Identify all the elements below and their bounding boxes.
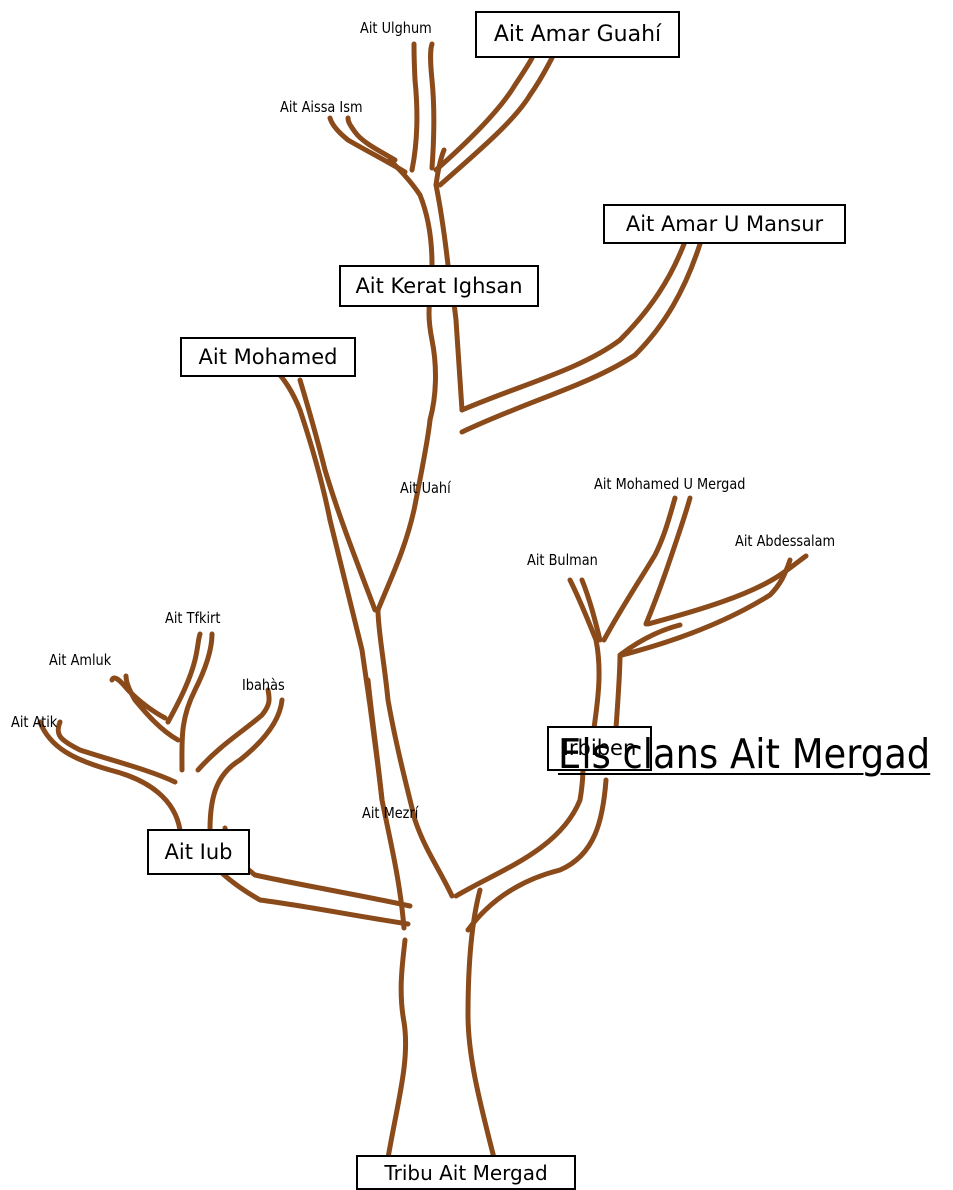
box-ait-amar-u-mansur: Ait Amar U Mansur: [603, 204, 846, 244]
trunk-left-edge: [388, 940, 406, 1158]
label-ait-amluk: Ait Amluk: [49, 653, 111, 668]
label-ait-bulman: Ait Bulman: [527, 553, 598, 568]
branch-ait-mezri-right: [378, 610, 452, 896]
diagram-title: Els clans Ait Mergad: [558, 734, 930, 775]
branch-ait-ulghum-left: [412, 44, 417, 170]
label-ait-atik: Ait Atik: [11, 715, 57, 730]
branch-irbiben-right: [468, 780, 606, 930]
label-ait-abdessalam: Ait Abdessalam: [735, 534, 835, 549]
label-ibahas: Ibahàs: [242, 678, 285, 693]
label-ait-mezri: Ait Mezrí: [362, 806, 418, 821]
label-ait-tfkirt: Ait Tfkirt: [165, 611, 220, 626]
label-ait-aissa-ism: Ait Aissa Ism: [280, 100, 363, 115]
branch-ibahas: [210, 700, 282, 830]
branch-ait-uahi-right: [368, 680, 382, 800]
branch-ait-amluk: [112, 678, 165, 718]
branch-ait-abdessalam: [648, 556, 806, 624]
branch-ait-amar-guahi-right: [440, 58, 552, 185]
branch-ait-uahi-left: [378, 420, 430, 610]
branch-irbiben-up-left: [570, 580, 599, 728]
branch-ait-ulghum-right: [431, 44, 434, 168]
branch-ait-tfkirt-inner: [168, 634, 200, 722]
box-ait-iub: Ait Iub: [147, 829, 250, 875]
label-ait-uahi: Ait Uahí: [400, 481, 451, 496]
trunk-right-edge: [468, 890, 494, 1158]
branch-ibahas-inner: [198, 690, 269, 770]
box-ait-amar-guahi: Ait Amar Guahí: [475, 11, 680, 58]
box-ait-mohamed: Ait Mohamed: [180, 337, 356, 377]
branch-central-upper-left: [429, 290, 436, 420]
box-tribu-ait-mergad: Tribu Ait Mergad: [356, 1155, 576, 1190]
box-ait-kerat-ighsan: Ait Kerat Ighsan: [339, 265, 539, 307]
branch-ait-mohamed-right: [300, 380, 375, 610]
branch-upper-trunk-left: [390, 160, 432, 265]
label-ait-mohamed-u-mergad: Ait Mohamed U Mergad: [594, 477, 745, 492]
label-ait-ulghum: Ait Ulghum: [360, 21, 432, 36]
